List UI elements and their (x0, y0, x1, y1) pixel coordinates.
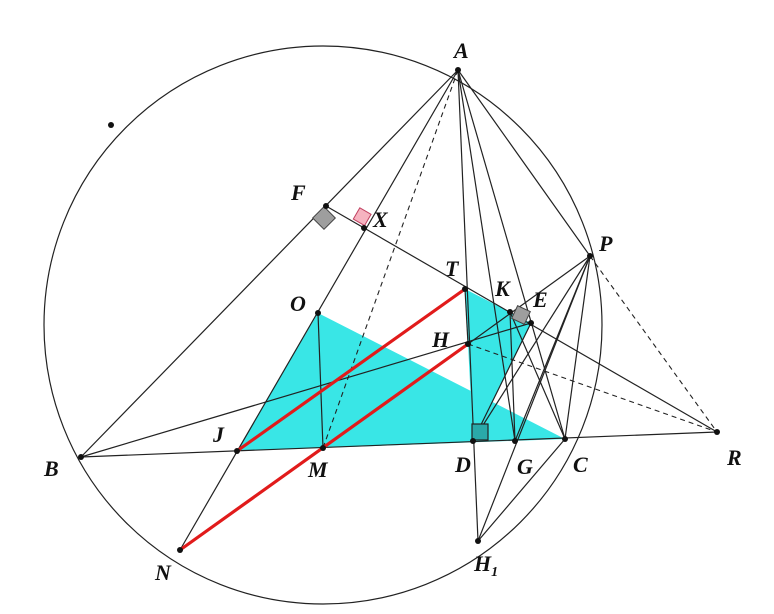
right-angle-marker-x (352, 207, 372, 227)
label-e: E (532, 287, 548, 312)
label-h1-main: H (473, 551, 492, 576)
label-j: J (212, 422, 225, 447)
point-f (323, 203, 329, 209)
point-o (315, 310, 321, 316)
dashed-hr (467, 343, 718, 433)
point-t (462, 286, 468, 292)
dashed-am (322, 69, 459, 449)
construction-lines (80, 69, 718, 551)
point-labels: A B C D E F G H H1 J K M N O P R T X (43, 38, 742, 585)
line-pd (472, 255, 591, 442)
line-pc (564, 255, 591, 440)
dashed-lines (322, 69, 718, 449)
point-h (465, 341, 471, 347)
right-angle-marker-d (471, 423, 489, 441)
label-a: A (452, 38, 469, 63)
label-g: G (517, 454, 533, 479)
label-x: X (372, 207, 389, 232)
line-pg (514, 255, 591, 442)
line-ed (472, 322, 532, 442)
line-an (179, 69, 459, 551)
label-m: M (307, 457, 329, 482)
label-h1-sub: 1 (491, 565, 498, 580)
line-th (464, 288, 469, 345)
line-ke (509, 311, 566, 440)
label-h: H (431, 327, 450, 352)
right-angle-marker-f (311, 205, 337, 231)
point-d (470, 438, 476, 444)
label-o: O (290, 291, 306, 316)
line-ch1 (477, 438, 566, 542)
red-line-jt (235, 287, 467, 453)
point-k (507, 309, 513, 315)
line-ab (80, 69, 459, 458)
line-ac (457, 69, 566, 440)
point-j (234, 448, 240, 454)
right-angle-marker-e (511, 305, 531, 325)
line-ap (457, 69, 591, 257)
point-r (714, 429, 720, 435)
label-r: R (726, 445, 742, 470)
label-h1: H1 (473, 551, 498, 580)
point-n (177, 547, 183, 553)
point-e (528, 320, 534, 326)
line-om (317, 312, 324, 449)
label-c: C (573, 452, 588, 477)
point-c (562, 436, 568, 442)
line-ag (457, 69, 516, 442)
point-m (320, 445, 326, 451)
point-g (512, 438, 518, 444)
label-n: N (154, 560, 172, 585)
point-h1 (475, 538, 481, 544)
line-ad (457, 69, 479, 542)
circumcircle (43, 45, 603, 605)
point-x (361, 225, 367, 231)
line-be (80, 322, 532, 458)
line-bc-extended (80, 431, 718, 458)
line-ph (467, 255, 591, 345)
point-b (78, 454, 84, 460)
point-arc (108, 122, 114, 128)
point-p (587, 253, 593, 259)
shaded-quad-tkdh (465, 289, 531, 441)
label-k: K (494, 276, 511, 301)
label-d: D (454, 452, 471, 477)
dashed-pr (589, 255, 718, 433)
label-b: B (43, 456, 59, 481)
line-kg (509, 311, 516, 442)
label-t: T (445, 256, 460, 281)
label-p: P (598, 231, 613, 256)
point-a (455, 67, 461, 73)
points (78, 67, 720, 553)
label-f: F (290, 180, 306, 205)
